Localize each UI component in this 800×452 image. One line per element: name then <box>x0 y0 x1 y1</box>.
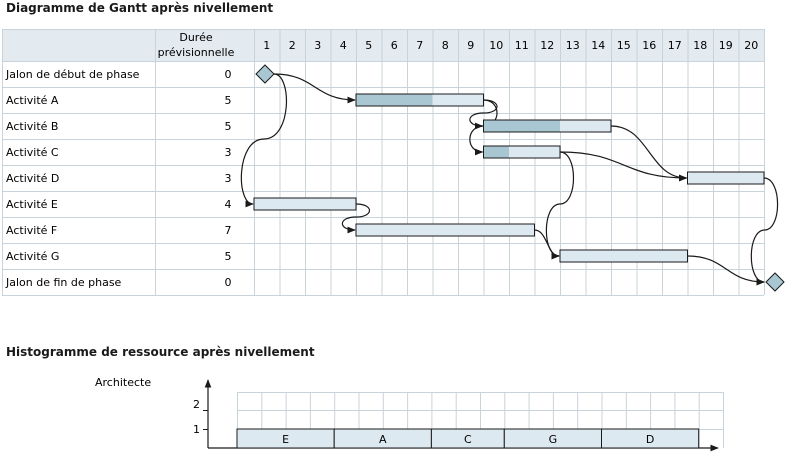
duration-header-line2: prévisionnelle <box>158 46 235 59</box>
day-label: 1 <box>263 39 270 52</box>
milestone-diamond <box>255 64 275 84</box>
task-name: Jalon de fin de phase <box>5 276 122 289</box>
task-name: Activité D <box>6 172 59 185</box>
dependency-link <box>750 177 779 286</box>
dependency-link <box>240 73 288 208</box>
task-duration: 4 <box>225 198 232 211</box>
task-bar <box>356 224 535 236</box>
dependency-link <box>545 151 575 260</box>
resource-name: Architecte <box>95 376 151 389</box>
gantt-title: Diagramme de Gantt après nivellement <box>6 1 274 15</box>
dependency-links <box>240 73 779 286</box>
day-label: 14 <box>591 39 605 52</box>
task-name: Activité A <box>6 94 59 107</box>
day-label: 10 <box>489 39 503 52</box>
dependency-link <box>687 255 765 286</box>
resource-segment-label: D <box>646 433 654 446</box>
day-label: 19 <box>719 39 733 52</box>
resource-segment <box>601 428 700 449</box>
task-name: Activité F <box>6 224 57 237</box>
day-label: 17 <box>668 39 682 52</box>
milestone-diamond <box>765 272 785 292</box>
task-bar-outline <box>559 249 688 263</box>
resource-histogram: Architecte 1 2E A C G D <box>95 376 724 452</box>
day-label: 11 <box>515 39 529 52</box>
dependency-link <box>273 73 356 104</box>
task-bar-outline <box>687 171 765 185</box>
day-label: 9 <box>467 39 474 52</box>
day-label: 12 <box>540 39 554 52</box>
resource-segment-label: C <box>464 433 472 446</box>
task-bar-outline <box>253 197 357 211</box>
task-bar-outline <box>483 145 561 159</box>
day-label: 13 <box>566 39 580 52</box>
day-label: 5 <box>365 39 372 52</box>
day-label: 3 <box>314 39 321 52</box>
task-duration: 5 <box>225 120 232 133</box>
gantt-grid <box>2 29 765 296</box>
y-tick-label: 2 <box>193 398 200 411</box>
dependency-link <box>559 151 688 182</box>
task-bar-outline <box>355 93 484 107</box>
resource-segment-label: G <box>549 433 558 446</box>
task-duration: 5 <box>225 250 232 263</box>
dependency-link <box>341 203 371 234</box>
day-label: 15 <box>617 39 631 52</box>
task-duration: 3 <box>225 146 232 159</box>
histogram-title: Histogramme de ressource après nivelleme… <box>6 345 315 359</box>
task-name: Activité B <box>6 120 58 133</box>
task-duration: 0 <box>225 68 232 81</box>
day-label: 18 <box>693 39 707 52</box>
dependency-link <box>534 229 560 260</box>
day-label: 20 <box>744 39 758 52</box>
task-name: Activité G <box>6 250 59 263</box>
task-duration: 5 <box>225 94 232 107</box>
task-bar-progress <box>483 146 509 158</box>
resource-segment-label: E <box>282 433 289 446</box>
task-duration: 3 <box>225 172 232 185</box>
duration-header-line1: Durée <box>179 31 212 44</box>
day-label: 7 <box>416 39 423 52</box>
task-duration: 7 <box>225 224 232 237</box>
task-name: Activité E <box>6 198 58 211</box>
task-bar <box>254 198 356 210</box>
task-bar-progress <box>356 94 433 106</box>
dependency-link <box>469 99 498 130</box>
day-label: 4 <box>340 39 347 52</box>
task-bar <box>560 250 688 262</box>
day-label: 16 <box>642 39 656 52</box>
y-tick-label: 1 <box>193 423 200 436</box>
task-bar-outline <box>483 119 612 133</box>
task-name: Activité C <box>6 146 59 159</box>
task-duration: 0 <box>225 276 232 289</box>
task-bar-progress <box>483 120 560 132</box>
day-label: 8 <box>442 39 449 52</box>
task-name: Jalon de début de phase <box>5 68 140 81</box>
task-bar-outline <box>355 223 535 237</box>
day-label: 6 <box>391 39 398 52</box>
dependency-link <box>610 125 688 182</box>
resource-segment-label: A <box>379 433 387 446</box>
task-bar <box>687 172 764 184</box>
day-label: 2 <box>289 39 296 52</box>
